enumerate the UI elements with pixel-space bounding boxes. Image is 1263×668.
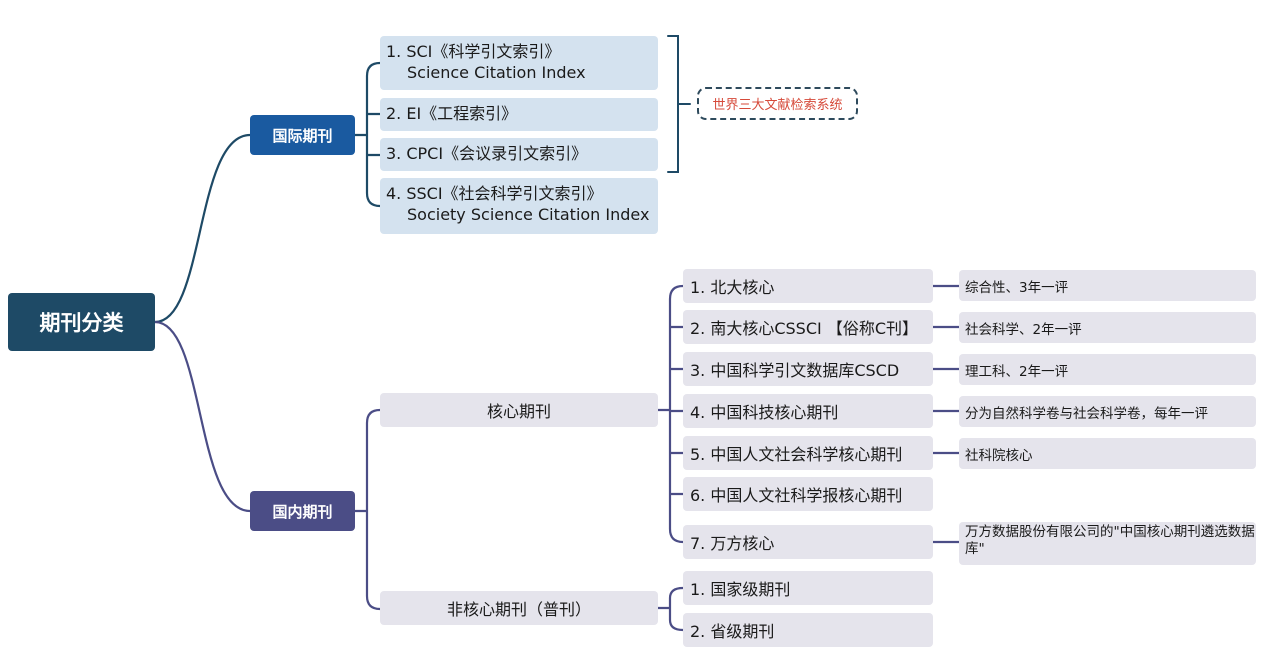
connector-noncore-items bbox=[656, 586, 685, 632]
international-journals-node[interactable]: 国际期刊 bbox=[250, 115, 355, 155]
root-node[interactable]: 期刊分类 bbox=[8, 293, 155, 351]
intl-item-sci[interactable]: 1. SCI《科学引文索引》 Science Citation Index bbox=[380, 36, 658, 90]
core-journals-node[interactable]: 核心期刊 bbox=[380, 393, 658, 427]
core-item-wanfang[interactable]: 7. 万方核心 bbox=[683, 525, 933, 559]
intl-item-cpci-title: 3. CPCI《会议录引文索引》 bbox=[386, 144, 588, 163]
connector-notes bbox=[931, 284, 961, 544]
connector-domestic-items bbox=[353, 408, 382, 611]
core-item-cscd[interactable]: 3. 中国科学引文数据库CSCD bbox=[683, 352, 933, 386]
intl-item-ei[interactable]: 2. EI《工程索引》 bbox=[380, 98, 658, 131]
intl-item-ssci-title: 4. SSCI《社会科学引文索引》 bbox=[386, 184, 603, 203]
intl-item-ei-title: 2. EI《工程索引》 bbox=[386, 104, 518, 123]
connector-international-items bbox=[353, 61, 382, 208]
note-wanfang[interactable]: 万方数据股份有限公司的"中国核心期刊遴选数据库" bbox=[959, 522, 1256, 565]
note-humanities[interactable]: 社科院核心 bbox=[959, 438, 1256, 469]
core-item-pku[interactable]: 1. 北大核心 bbox=[683, 269, 933, 303]
note-pku[interactable]: 综合性、3年一评 bbox=[959, 270, 1256, 301]
intl-item-ssci[interactable]: 4. SSCI《社会科学引文索引》 Society Science Citati… bbox=[380, 178, 658, 234]
noncore-item-national[interactable]: 1. 国家级期刊 bbox=[683, 571, 933, 605]
core-item-cssci[interactable]: 2. 南大核心CSSCI 【俗称C刊】 bbox=[683, 310, 933, 344]
note-cscd[interactable]: 理工科、2年一评 bbox=[959, 354, 1256, 385]
core-item-sci-tech[interactable]: 4. 中国科技核心期刊 bbox=[683, 394, 933, 428]
connector-root-international bbox=[153, 133, 252, 324]
intl-item-ssci-subtitle: Society Science Citation Index bbox=[407, 205, 650, 224]
intl-item-sci-title: 1. SCI《科学引文索引》 bbox=[386, 42, 561, 61]
core-item-humanities[interactable]: 5. 中国人文社会科学核心期刊 bbox=[683, 436, 933, 470]
three-systems-callout[interactable]: 世界三大文献检索系统 bbox=[697, 87, 858, 120]
intl-item-sci-subtitle: Science Citation Index bbox=[407, 63, 586, 82]
domestic-journals-node[interactable]: 国内期刊 bbox=[250, 491, 355, 531]
noncore-journals-node[interactable]: 非核心期刊（普刊） bbox=[380, 591, 658, 625]
note-sci-tech[interactable]: 分为自然科学卷与社会科学卷，每年一评 bbox=[959, 396, 1256, 427]
connector-core-items bbox=[656, 284, 685, 544]
core-item-journal-core[interactable]: 6. 中国人文社科学报核心期刊 bbox=[683, 477, 933, 511]
note-cssci[interactable]: 社会科学、2年一评 bbox=[959, 312, 1256, 343]
noncore-item-provincial[interactable]: 2. 省级期刊 bbox=[683, 613, 933, 647]
intl-item-cpci[interactable]: 3. CPCI《会议录引文索引》 bbox=[380, 138, 658, 171]
bracket-three-systems bbox=[667, 35, 691, 173]
connector-root-domestic bbox=[153, 320, 252, 513]
